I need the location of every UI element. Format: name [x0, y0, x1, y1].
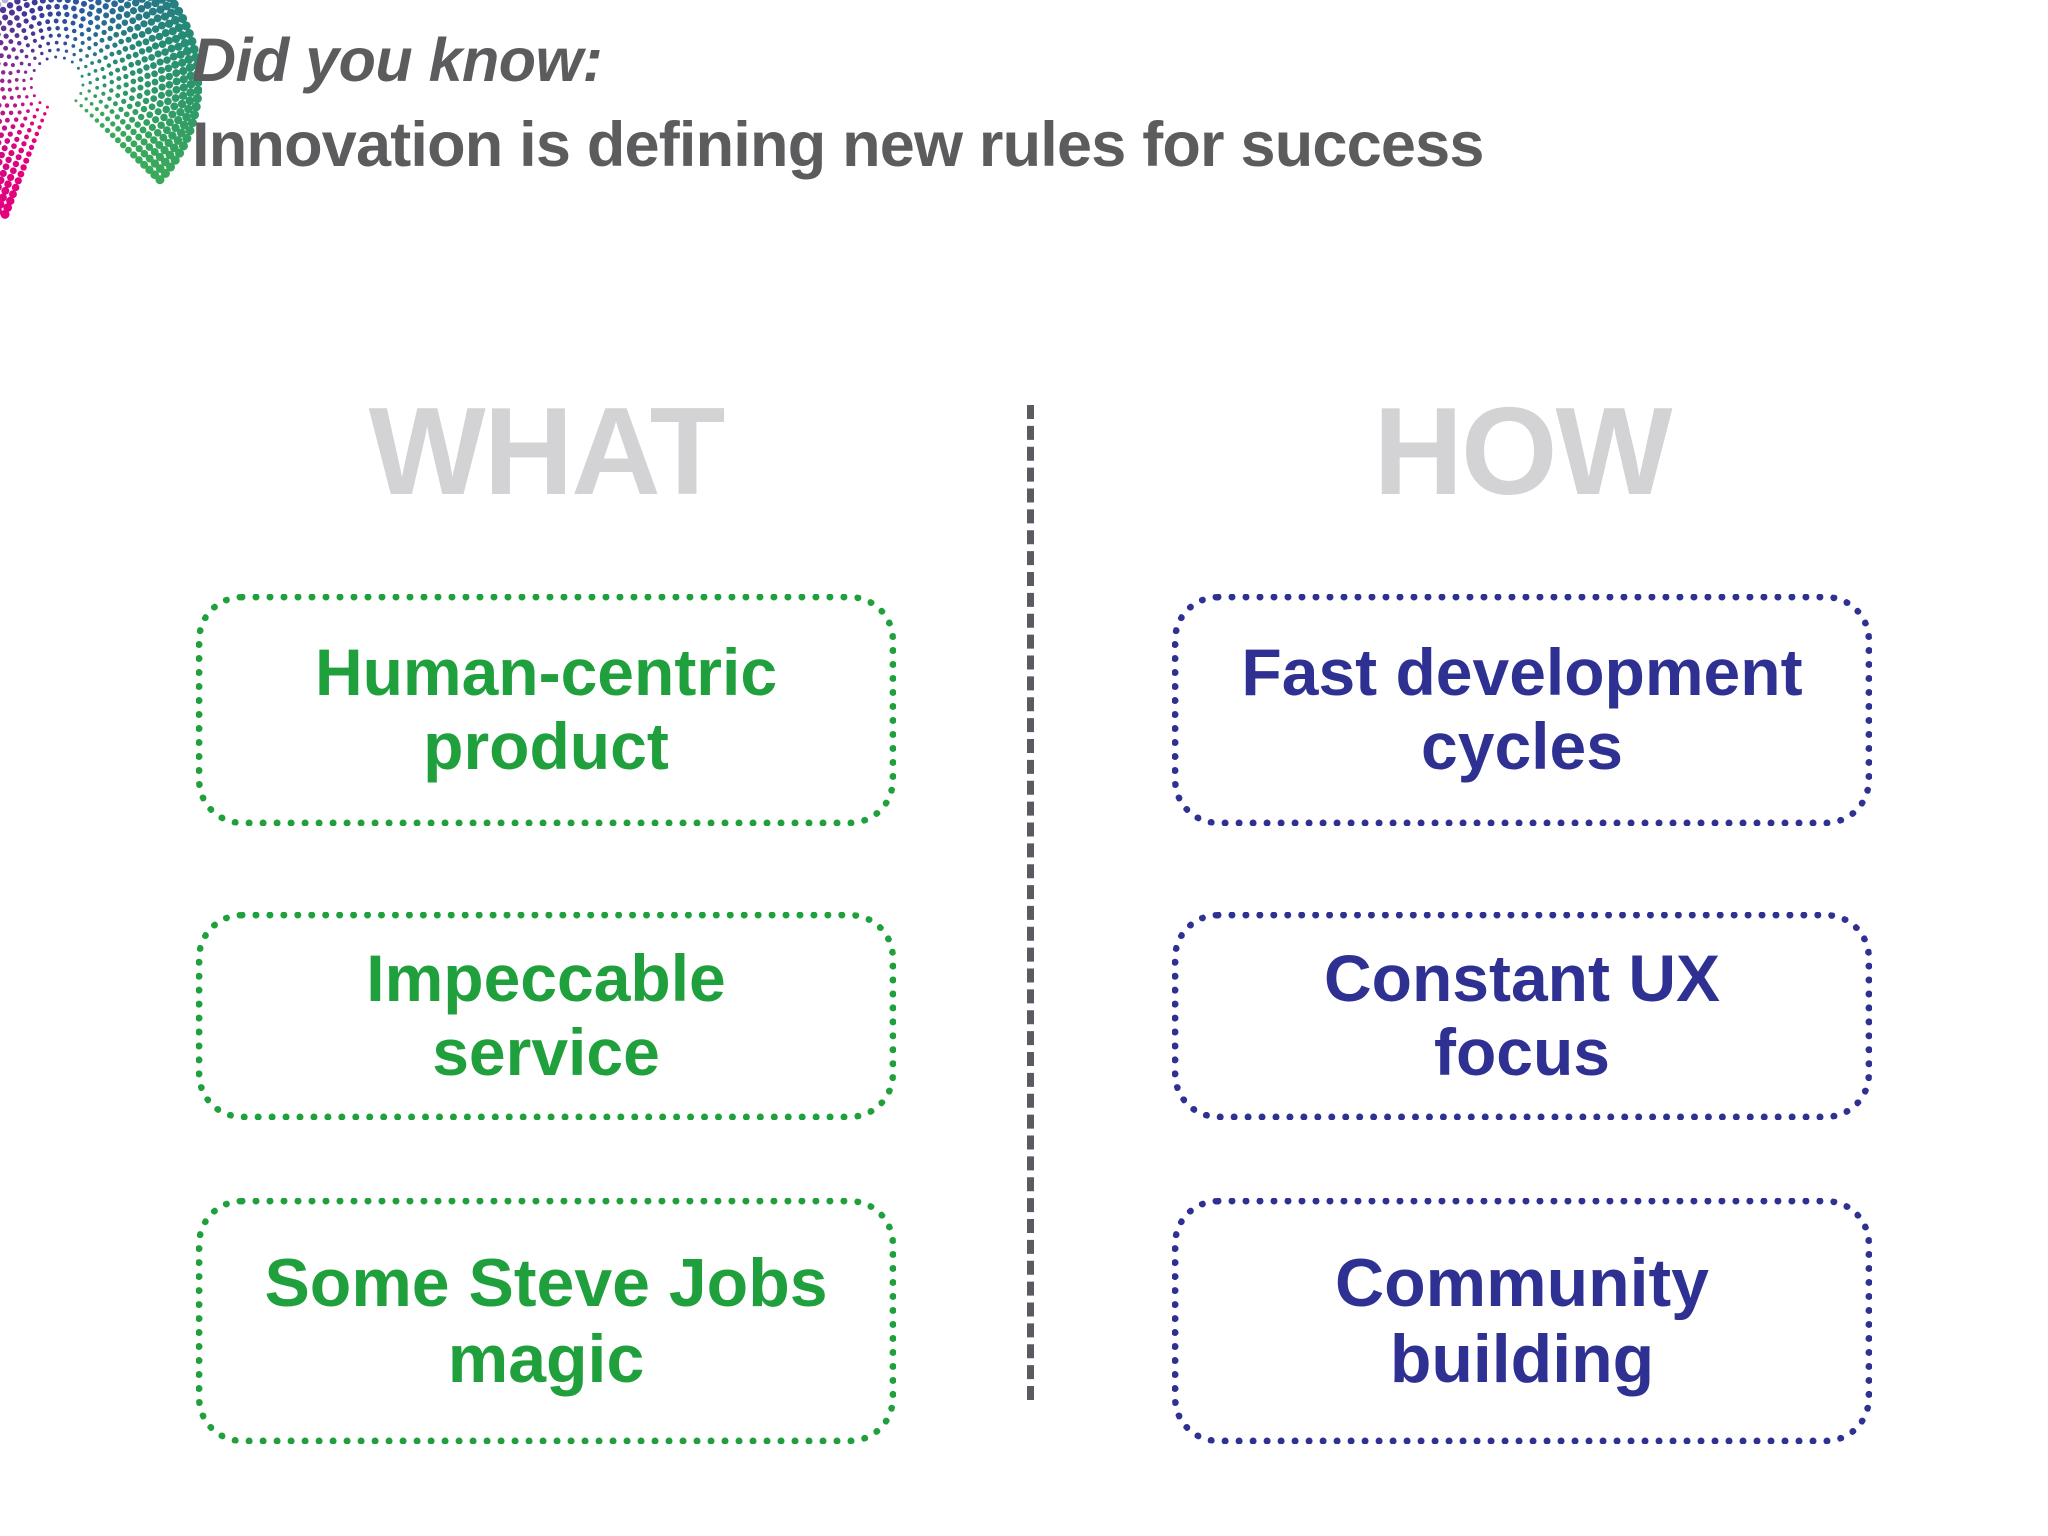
card-line-1: Community	[1335, 1244, 1709, 1321]
column-what: WHAT Human-centric product Impeccable se…	[196, 390, 896, 1444]
card-line-2: product	[423, 709, 669, 783]
card-text: Some Steve Jobs magic	[264, 1245, 827, 1397]
card-text: Human-centric product	[314, 635, 778, 784]
page-title: Innovation is defining new rules for suc…	[192, 110, 1484, 181]
card-text: Constant UX focus	[1324, 941, 1720, 1090]
card-text: Community building	[1335, 1245, 1709, 1397]
card-some-steve-jobs-magic[interactable]: Some Steve Jobs magic	[196, 1198, 896, 1444]
card-human-centric-product[interactable]: Human-centric product	[196, 594, 896, 826]
card-community-building[interactable]: Community building	[1172, 1198, 1872, 1444]
halftone-dot-sphere-logo	[0, 0, 202, 219]
card-constant-ux-focus[interactable]: Constant UX focus	[1172, 912, 1872, 1120]
column-heading-how: HOW	[1373, 383, 1672, 521]
card-line-1: Human-centric	[314, 635, 778, 710]
card-line-2: focus	[1433, 1015, 1611, 1089]
card-line-2: cycles	[1421, 709, 1623, 783]
card-line-1: Fast development	[1241, 635, 1803, 710]
kicker-text: Did you know:	[192, 26, 603, 94]
card-impeccable-service[interactable]: Impeccable service	[196, 912, 896, 1120]
card-fast-development-cycles[interactable]: Fast development cycles	[1172, 594, 1872, 826]
column-how: HOW Fast development cycles Constant UX …	[1172, 390, 1872, 1444]
column-divider	[1027, 405, 1034, 1400]
card-line-2: magic	[447, 1321, 645, 1397]
card-line-1: Constant UX	[1324, 941, 1720, 1016]
column-heading-what: WHAT	[368, 383, 726, 521]
card-line-1: Some Steve Jobs	[264, 1244, 828, 1321]
card-line-2: service	[432, 1015, 660, 1089]
card-text: Fast development cycles	[1241, 635, 1803, 784]
card-line-1: Impeccable	[366, 941, 726, 1016]
card-line-2: building	[1389, 1321, 1655, 1397]
slide-header: Did you know: Innovation is defining new…	[192, 28, 1992, 181]
card-text: Impeccable service	[366, 941, 726, 1090]
